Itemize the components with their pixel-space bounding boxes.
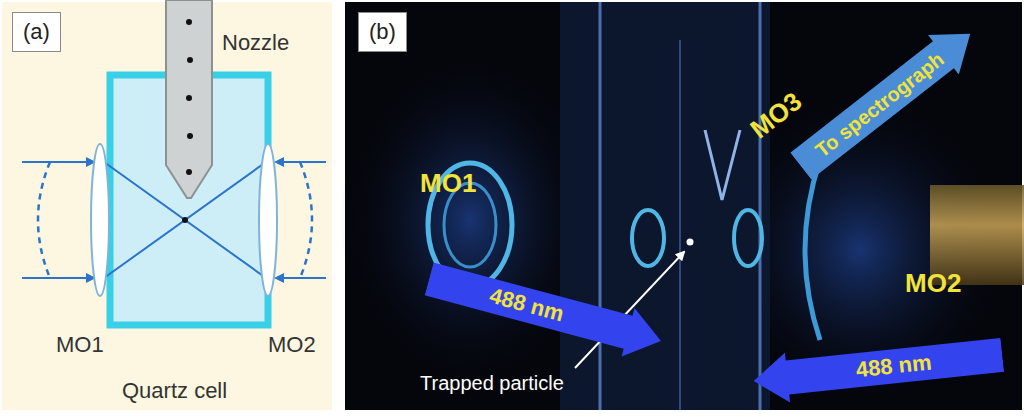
drawing-part (187, 57, 193, 63)
cell-edge (599, 2, 602, 410)
part-label: MO3 (744, 86, 807, 145)
arrow-shape (423, 255, 668, 365)
cell-edge (759, 2, 762, 410)
lens-mount (805, 160, 820, 340)
drawing-part (186, 95, 192, 101)
annotation: Nozzle (222, 30, 289, 56)
cell-holder (560, 2, 770, 410)
arrow-label: To spectrograph (810, 47, 947, 161)
beam-arrow: To spectrograph (785, 14, 985, 186)
laser-beams (22, 162, 326, 278)
drawing-part (276, 277, 326, 279)
drawing-part (186, 169, 192, 175)
panel-label: (b) (369, 19, 396, 45)
drawing-part (38, 162, 50, 278)
annotation: Trapped particle (420, 372, 564, 395)
beam-arrow: 488 nm (751, 330, 1005, 406)
lens (91, 144, 109, 296)
drawing-part (22, 277, 94, 279)
drawing-part (300, 162, 312, 278)
annotation: Quartz cell (122, 378, 227, 404)
particle (182, 217, 188, 223)
beam-arrow: 488 nm (423, 255, 668, 365)
annotation: MO2 (268, 332, 316, 358)
arrow-shape (751, 330, 1005, 406)
drawing-part (22, 161, 94, 163)
lens (259, 144, 277, 296)
nozzle (166, 0, 212, 198)
drawing-part (187, 133, 193, 139)
cell-edge (679, 40, 681, 410)
particle (687, 239, 694, 246)
drawing-part (104, 162, 266, 278)
part-label: MO1 (420, 168, 476, 199)
drawing-part (104, 162, 266, 278)
part-label: MO2 (905, 268, 961, 299)
arrow-shape (785, 14, 985, 186)
droplets (186, 19, 193, 175)
nozzle-tip (705, 130, 740, 200)
panel-tag: (a) (12, 12, 61, 52)
annotation: MO1 (56, 332, 104, 358)
lens (734, 210, 762, 266)
lens (632, 210, 664, 266)
panel-label: (a) (23, 19, 50, 45)
panel-tag: (b) (358, 12, 407, 52)
drawing-part (186, 19, 192, 25)
